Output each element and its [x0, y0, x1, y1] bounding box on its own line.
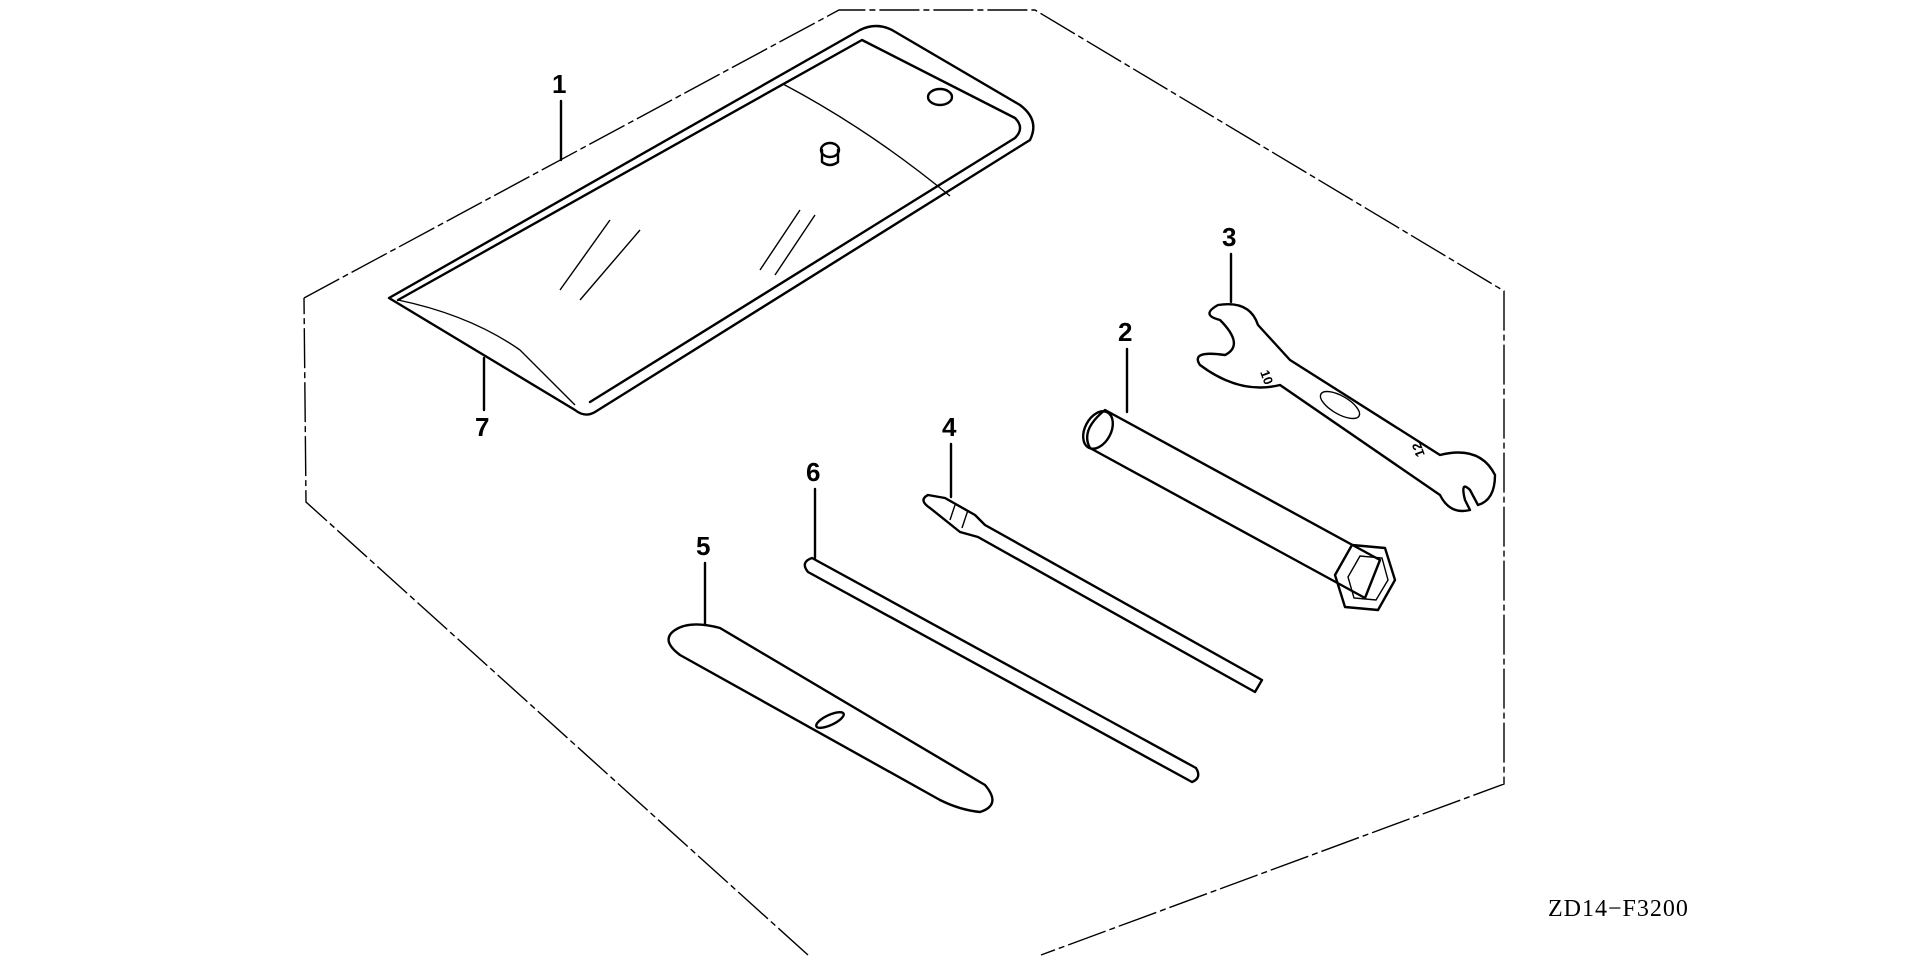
screwdriver-grip[interactable] [667, 623, 994, 814]
callout-1: 1 [552, 69, 566, 162]
callout-label-2: 2 [1118, 317, 1132, 347]
diagram-code: ZD14−F3200 [1548, 896, 1689, 922]
callout-5: 5 [696, 531, 710, 627]
callout-label-1: 1 [552, 69, 566, 99]
callout-label-3: 3 [1222, 222, 1236, 252]
callout-label-7: 7 [475, 412, 489, 442]
handle-bar[interactable] [803, 556, 1200, 784]
callout-4: 4 [942, 412, 957, 499]
wrench-size-12: 12 [1409, 440, 1428, 459]
callout-7: 7 [475, 356, 489, 442]
wrench-size-10: 10 [1257, 368, 1276, 387]
assembly-boundary [303, 9, 1505, 956]
spark-plug-wrench[interactable] [1077, 406, 1397, 612]
callout-6: 6 [806, 457, 820, 560]
tool-bag[interactable] [387, 24, 1035, 416]
callout-label-6: 6 [806, 457, 820, 487]
screwdriver[interactable] [922, 493, 1264, 694]
open-end-wrench[interactable]: 10 12 [1196, 303, 1497, 513]
callout-2: 2 [1118, 317, 1132, 414]
callout-label-5: 5 [696, 531, 710, 561]
callout-label-4: 4 [942, 412, 957, 442]
callout-3: 3 [1222, 222, 1236, 304]
